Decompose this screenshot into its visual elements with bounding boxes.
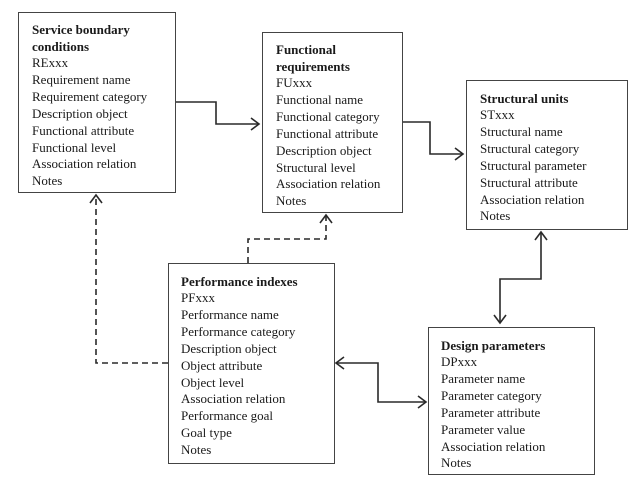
field: Structural level — [276, 159, 356, 175]
field: Performance category — [181, 323, 296, 339]
field-id: DPxxx — [441, 354, 478, 369]
field: Functional attribute — [32, 122, 135, 138]
field-id: FUxxx — [276, 75, 313, 90]
box-title: Structural units — [480, 91, 569, 106]
field-id: RExxx — [32, 55, 69, 70]
arrowhead-performance-right — [334, 356, 345, 370]
field-id: STxxx — [480, 107, 515, 122]
field: Notes — [480, 208, 511, 224]
arrow-service-to-functional — [176, 101, 258, 125]
structural-units-box: Structural units STxxx Structural name S… — [466, 80, 628, 230]
field: Object level — [181, 374, 245, 390]
field: Description object — [181, 340, 277, 356]
dashed-arrow-performance-to-service — [95, 196, 168, 364]
field: Performance goal — [181, 408, 274, 424]
field: Functional attribute — [276, 125, 379, 141]
field: Structural name — [480, 123, 563, 139]
box-title: Service boundary — [32, 22, 130, 37]
box-title: Performance indexes — [181, 274, 298, 289]
field: Parameter category — [441, 387, 542, 403]
field: Description object — [32, 105, 128, 121]
dashed-arrow-performance-to-functional — [247, 216, 327, 263]
field: Association relation — [32, 156, 137, 172]
box-title: conditions — [32, 39, 90, 54]
field: Requirement name — [32, 71, 131, 87]
field: Requirement category — [32, 88, 148, 104]
arrowhead-functional-left — [250, 117, 261, 131]
field: Parameter attribute — [441, 404, 541, 420]
performance-indexes-box: Performance indexes PFxxx Performance na… — [168, 263, 335, 464]
field: Association relation — [441, 438, 546, 454]
box-title: Design parameters — [441, 338, 546, 353]
field: Notes — [181, 442, 212, 458]
field: Association relation — [480, 191, 585, 207]
field: Association relation — [181, 391, 286, 407]
field: Performance name — [181, 306, 279, 322]
field: Structural parameter — [480, 157, 587, 173]
arrow-structural-design — [499, 233, 542, 322]
field: Object attribute — [181, 357, 263, 373]
arrowhead-structural-left — [454, 147, 465, 161]
arrowhead-structural-bottom — [534, 230, 548, 241]
box-title: Functional — [276, 42, 336, 57]
arrowhead-design-left — [417, 395, 428, 409]
field: Notes — [441, 455, 472, 471]
arrowhead-functional-bottom — [319, 213, 333, 224]
field: Structural category — [480, 140, 580, 156]
design-parameters-box: Design parameters DPxxx Parameter name P… — [428, 327, 595, 475]
field: Description object — [276, 142, 372, 158]
field: Functional name — [276, 91, 364, 107]
field: Goal type — [181, 425, 232, 441]
field: Structural attribute — [480, 174, 578, 190]
field: Association relation — [276, 176, 381, 192]
arrowhead-design-top — [493, 314, 507, 325]
field: Parameter value — [441, 421, 526, 437]
box-title: requirements — [276, 59, 350, 74]
field-id: PFxxx — [181, 290, 215, 305]
field: Notes — [32, 173, 63, 189]
field: Parameter name — [441, 370, 526, 386]
service-boundary-conditions-box: Service boundary conditions RExxx Requir… — [18, 12, 176, 193]
field: Notes — [276, 193, 307, 209]
functional-requirements-box: Functional requirements FUxxx Functional… — [262, 32, 403, 213]
arrow-functional-to-structural — [403, 121, 462, 155]
field: Functional category — [276, 108, 380, 124]
field: Functional level — [32, 139, 117, 155]
arrow-performance-design — [337, 362, 425, 403]
arrowhead-service-bottom — [89, 193, 103, 204]
